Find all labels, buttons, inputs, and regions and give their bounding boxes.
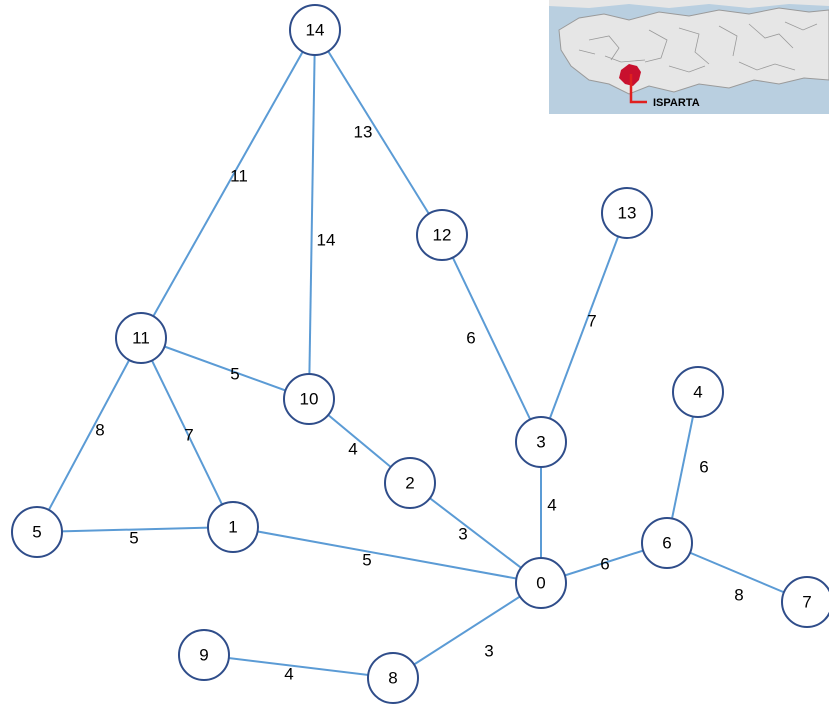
edge-weight-3-0: 4	[547, 496, 556, 515]
map-pointer-line	[629, 74, 647, 104]
node-8: 8	[367, 652, 419, 704]
map-north-shore	[549, 0, 829, 8]
node-2: 2	[384, 457, 436, 509]
edge-weight-14-12: 13	[354, 123, 373, 142]
node-circle	[601, 187, 653, 239]
node-circle	[207, 501, 259, 553]
edge-9-8	[203, 654, 394, 679]
turkey-map-inset: ISPARTA	[549, 0, 829, 114]
province-border-line	[748, 23, 794, 49]
node-label: 0	[536, 574, 545, 593]
province-border-line	[644, 29, 668, 63]
node-4: 4	[672, 366, 724, 418]
edge-weight-2-0: 3	[458, 525, 467, 544]
edge-1-0	[232, 526, 542, 584]
province-border-line	[718, 25, 738, 57]
edge-weight-0-8: 3	[484, 642, 493, 661]
node-circle	[283, 373, 335, 425]
edge-weight-11-5: 8	[95, 421, 104, 440]
edge-14-12	[314, 29, 443, 236]
node-label: 2	[405, 474, 414, 493]
node-circle	[515, 557, 567, 609]
node-label: 12	[433, 226, 452, 245]
node-7: 7	[781, 576, 829, 628]
province-border-line	[588, 35, 620, 61]
node-label: 1	[228, 518, 237, 537]
node-label: 5	[32, 523, 41, 542]
edge-weight-1-0: 5	[362, 551, 371, 570]
node-1: 1	[207, 501, 259, 553]
node-6: 6	[641, 517, 693, 569]
province-border-line	[678, 27, 710, 65]
node-circle	[367, 652, 419, 704]
edge-weight-13-3: 7	[587, 312, 596, 331]
edge-weight-12-3: 6	[466, 329, 475, 348]
province-label: ISPARTA	[653, 97, 700, 109]
province-border-line	[668, 65, 706, 73]
node-circle	[115, 312, 167, 364]
edge-14-10	[308, 29, 316, 400]
node-circle	[384, 457, 436, 509]
node-11: 11	[115, 312, 167, 364]
edge-13-3	[540, 212, 628, 443]
edge-11-10	[140, 337, 310, 400]
edge-11-5	[36, 337, 142, 533]
node-circle	[178, 629, 230, 681]
edge-2-0	[409, 482, 542, 584]
edge-weight-11-10: 5	[230, 365, 239, 384]
province-borders	[578, 21, 818, 73]
node-label: 9	[199, 646, 208, 665]
province-border-line	[604, 55, 646, 63]
node-14: 14	[289, 4, 341, 56]
edge-12-3	[441, 234, 542, 443]
province-border-line	[578, 49, 596, 55]
province-border-line	[784, 21, 818, 31]
node-5: 5	[11, 506, 63, 558]
node-label: 6	[662, 534, 671, 553]
nodes-layer: 14 13 12 11 10 4 3 2 5 1 6 0 7 9 8	[11, 4, 829, 704]
edge-14-11	[140, 29, 316, 339]
edge-weight-5-1: 5	[129, 529, 138, 548]
node-label: 13	[618, 204, 637, 223]
edge-weight-9-8: 4	[284, 665, 293, 684]
node-10: 10	[283, 373, 335, 425]
edge-weight-14-10: 14	[317, 231, 336, 250]
edge-weight-11-1: 7	[184, 426, 193, 445]
node-circle	[641, 517, 693, 569]
node-13: 13	[601, 187, 653, 239]
node-3: 3	[515, 416, 567, 468]
turkey-map-image: ISPARTA	[549, 0, 829, 114]
edge-weight-4-6: 6	[699, 458, 708, 477]
node-label: 7	[802, 593, 811, 612]
node-circle	[515, 416, 567, 468]
turkey-land-shape	[558, 7, 829, 95]
node-label: 4	[693, 383, 702, 402]
edge-11-1	[140, 337, 234, 528]
node-label: 3	[536, 433, 545, 452]
edge-weight-6-7: 8	[734, 586, 743, 605]
edge-0-8	[392, 582, 542, 679]
node-circle	[11, 506, 63, 558]
edge-5-1	[36, 526, 234, 533]
edge-weight-10-2: 4	[348, 440, 357, 459]
node-label: 11	[132, 329, 150, 348]
node-circle	[672, 366, 724, 418]
edge-weight-0-6: 6	[600, 555, 609, 574]
node-0: 0	[515, 557, 567, 609]
edge-weight-14-11: 11	[230, 167, 248, 186]
node-label: 10	[300, 390, 319, 409]
node-label: 14	[306, 21, 325, 40]
node-9: 9	[178, 629, 230, 681]
province-border-line	[738, 61, 796, 71]
node-circle	[289, 4, 341, 56]
node-12: 12	[416, 209, 468, 261]
node-circle	[781, 576, 829, 628]
node-label: 8	[388, 669, 397, 688]
node-circle	[416, 209, 468, 261]
